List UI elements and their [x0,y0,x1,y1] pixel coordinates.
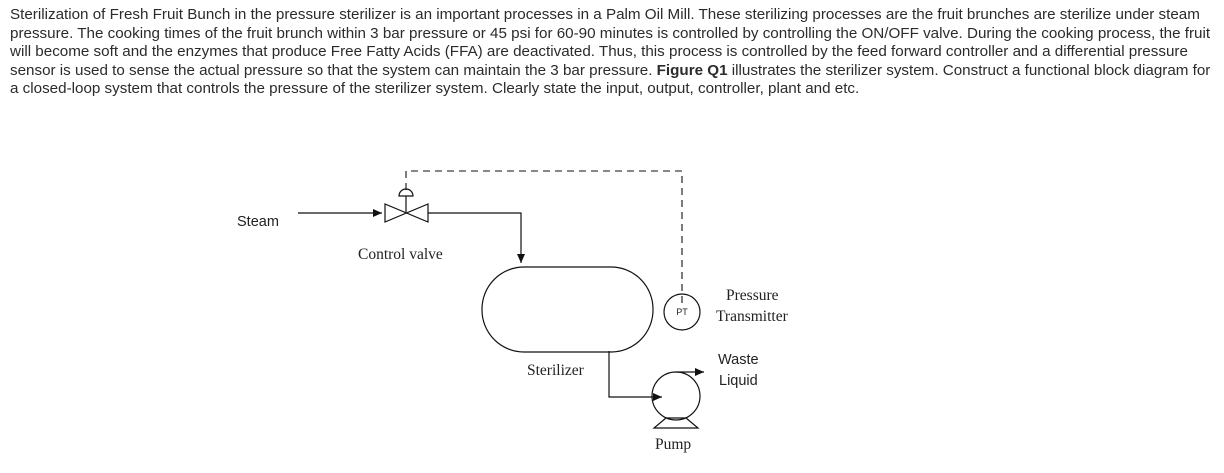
steam-label: Steam [237,214,279,230]
control-valve-icon [384,188,429,223]
control-valve-label: Control valve [358,246,443,263]
pump-label: Pump [655,436,691,453]
figure-reference: Figure Q1 [656,61,728,79]
sterilizer-label: Sterilizer [527,362,585,379]
waste-liquid-label-line2: Liquid [719,373,758,389]
question-part-2: illustrates the sterilizer system. Const… [10,61,1211,98]
pt-tag: PT [676,307,688,317]
pressure-signal-line [405,170,683,303]
pressure-transmitter-label-line1: Pressure [726,287,779,304]
drain-line [608,351,662,401]
question-text: Sterilization of Fresh Fruit Bunch in th… [10,6,1218,99]
sterilizer-vessel [481,266,654,353]
pressure-transmitter-icon [663,293,701,331]
pressure-transmitter-label-line2: Transmitter [716,308,789,325]
question-part-1: Sterilization of Fresh Fruit Bunch in th… [10,6,1211,79]
pump-icon [651,368,704,429]
waste-liquid-label-line1: Waste [718,352,759,368]
steam-feed-line [428,212,525,263]
